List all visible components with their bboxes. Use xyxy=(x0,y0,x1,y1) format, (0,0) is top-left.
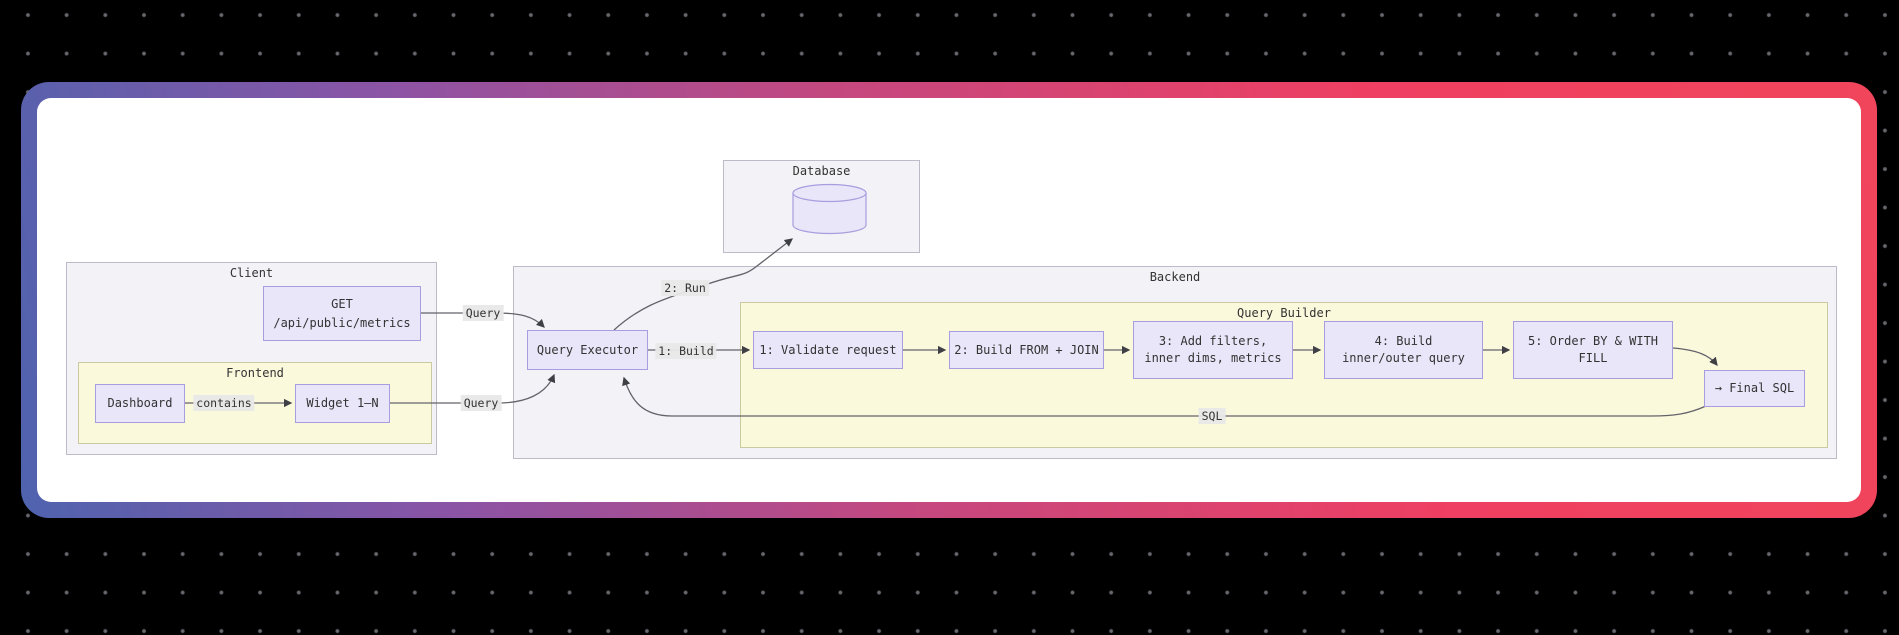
node-query-executor: Query Executor xyxy=(527,330,648,370)
cluster-query-builder-title: Query Builder xyxy=(1237,306,1331,320)
node-dashboard-label: Dashboard xyxy=(107,396,173,410)
node-step3-line2: inner dims, metrics xyxy=(1144,351,1282,365)
node-widget-label: Widget 1–N xyxy=(306,396,379,410)
node-step5-line1: 5: Order BY & WITH xyxy=(1527,334,1659,348)
node-step4: 4: Build inner/outer query xyxy=(1324,321,1483,379)
edge-label-query-widget: Query xyxy=(460,395,502,411)
node-step1-label: 1: Validate request xyxy=(759,342,897,357)
node-final-sql-label: → Final SQL xyxy=(1714,381,1795,395)
node-dashboard: Dashboard xyxy=(95,384,185,423)
edge-label-run: 2: Run xyxy=(661,280,709,296)
node-get-endpoint-line1: GET xyxy=(331,296,353,311)
node-step2-label: 2: Build FROM + JOIN xyxy=(954,342,1099,357)
edge-label-contains: contains xyxy=(193,395,255,411)
node-query-executor-label: Query Executor xyxy=(536,342,639,357)
edge-label-sql: SQL xyxy=(1198,408,1226,424)
node-step3-line1: 3: Add filters, xyxy=(1158,334,1268,348)
node-final-sql: → Final SQL xyxy=(1704,370,1805,407)
cluster-backend-title: Backend xyxy=(1149,270,1201,284)
node-step4-line1: 4: Build xyxy=(1374,334,1433,348)
cluster-database: Database xyxy=(723,160,920,253)
cluster-client-title: Client xyxy=(229,266,274,280)
node-step2: 2: Build FROM + JOIN xyxy=(949,331,1104,369)
node-step3: 3: Add filters, inner dims, metrics xyxy=(1133,321,1293,379)
node-step5-line2: FILL xyxy=(1578,351,1608,365)
node-step4-line2: inner/outer query xyxy=(1342,351,1465,365)
edge-label-build: 1: Build xyxy=(655,343,717,359)
node-step5: 5: Order BY & WITH FILL xyxy=(1513,321,1673,379)
edge-label-query-get: Query xyxy=(462,305,504,321)
node-widget: Widget 1–N xyxy=(295,384,390,423)
cluster-frontend-title: Frontend xyxy=(226,366,284,380)
node-get-endpoint: GET /api/public/metrics xyxy=(263,286,421,341)
cluster-database-title: Database xyxy=(792,164,851,178)
node-get-endpoint-line2: /api/public/metrics xyxy=(273,315,411,330)
node-step1: 1: Validate request xyxy=(753,331,903,369)
